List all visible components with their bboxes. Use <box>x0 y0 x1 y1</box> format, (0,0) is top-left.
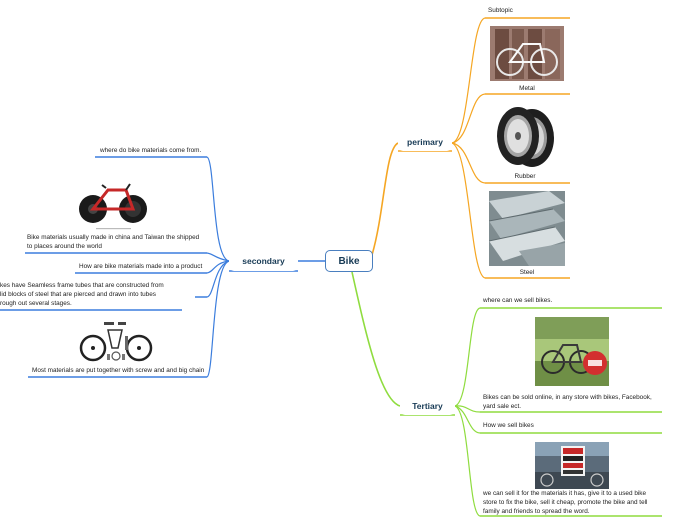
secondary-item-1[interactable]: where do bike materials come from. <box>100 147 202 154</box>
connector-primary-steel <box>451 142 486 279</box>
bike-sale-image <box>535 317 609 386</box>
racing-bike-image <box>76 176 151 232</box>
root-label: Bike <box>338 255 360 267</box>
root-node[interactable]: Bike <box>325 250 373 272</box>
steel-tubes-photo <box>489 191 565 266</box>
primary-node[interactable]: perimary <box>398 133 452 151</box>
steel-caption[interactable]: Steel <box>519 269 535 276</box>
primary-label: perimary <box>407 137 443 147</box>
subtopic-text[interactable]: Subtopic <box>488 7 513 14</box>
secondary-item-3[interactable]: How are bike materials made into a produ… <box>79 263 203 270</box>
connector-secondary-3 <box>206 260 230 274</box>
connector-root-primary <box>371 142 399 256</box>
bike-sale-photo <box>535 317 609 386</box>
connector-primary-metal <box>451 93 486 144</box>
tire-photo <box>494 102 556 169</box>
connector-tertiary-4 <box>454 405 481 517</box>
secondary-item-5[interactable]: Most materials are put together with scr… <box>32 367 205 374</box>
tertiary-node[interactable]: Tertiary <box>400 397 455 415</box>
metal-image <box>490 26 564 81</box>
bike-frame-photo <box>490 26 564 81</box>
racing-bike-photo <box>76 176 151 232</box>
bike-shop-sign-photo <box>535 442 609 489</box>
bike-shop-sign-image <box>535 442 609 489</box>
tertiary-item-1[interactable]: where can we sell bikes. <box>483 297 553 304</box>
tertiary-item-2[interactable]: Bikes can be sold online, in any store w… <box>483 394 652 410</box>
connector-secondary-2 <box>206 252 230 262</box>
connector-tertiary-2 <box>454 405 481 413</box>
bike-parts-image <box>78 318 154 366</box>
metal-caption[interactable]: Metal <box>519 85 535 92</box>
bike-parts-photo <box>78 318 154 366</box>
secondary-label: secondary <box>242 256 285 266</box>
connector-primary-subtopic <box>451 17 486 144</box>
connector-primary-rubber <box>451 142 486 184</box>
connector-secondary-5 <box>206 260 230 378</box>
secondary-node[interactable]: secondary <box>229 251 298 271</box>
steel-image <box>489 191 565 266</box>
tertiary-label: Tertiary <box>412 401 443 411</box>
connector-tertiary-1 <box>454 307 481 407</box>
rubber-image <box>494 102 556 169</box>
secondary-item-2[interactable]: Bike materials usually made in china and… <box>27 234 200 250</box>
tertiary-item-4[interactable]: we can sell it for the materials it has,… <box>483 490 648 515</box>
tertiary-item-3[interactable]: How we sell bikes <box>483 422 534 429</box>
rubber-caption[interactable]: Rubber <box>514 173 536 180</box>
connector-tertiary-3 <box>454 405 481 434</box>
connector-root-tertiary <box>351 271 401 407</box>
secondary-item-4[interactable]: kes have Seamless frame tubes that are c… <box>0 282 164 307</box>
connector-secondary-1 <box>206 156 230 262</box>
